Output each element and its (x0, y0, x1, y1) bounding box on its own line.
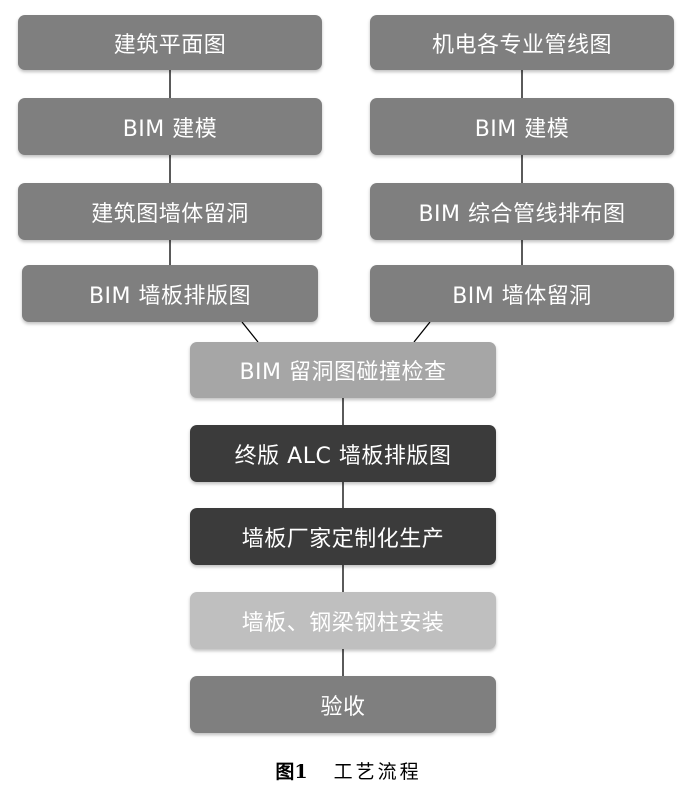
step-bim-wall-openings: BIM 墙体留洞 (370, 265, 674, 322)
step-bim-clash-check: BIM 留洞图碰撞检查 (190, 342, 496, 398)
figure-number: 图1 (275, 761, 308, 783)
step-wall-openings-drawing: 建筑图墙体留洞 (18, 183, 322, 240)
connector-right-to-center (413, 321, 431, 343)
figure-title: 工艺流程 (333, 761, 422, 783)
step-bim-integrated-pipeline-layout: BIM 综合管线排布图 (370, 183, 674, 240)
step-final-alc-panel-layout: 终版 ALC 墙板排版图 (190, 425, 496, 482)
step-bim-modeling-right: BIM 建模 (370, 98, 674, 155)
figure-caption: 图1 工艺流程 (0, 757, 697, 784)
step-bim-wall-panel-layout: BIM 墙板排版图 (22, 265, 318, 322)
step-bim-modeling-left: BIM 建模 (18, 98, 322, 155)
step-custom-panel-production: 墙板厂家定制化生产 (190, 508, 496, 565)
step-architectural-plan: 建筑平面图 (18, 15, 322, 70)
step-panel-beam-column-installation: 墙板、钢梁钢柱安装 (190, 592, 496, 649)
step-acceptance: 验收 (190, 676, 496, 733)
connector-left-to-center (241, 321, 259, 343)
step-mep-pipeline-drawing: 机电各专业管线图 (370, 15, 674, 70)
